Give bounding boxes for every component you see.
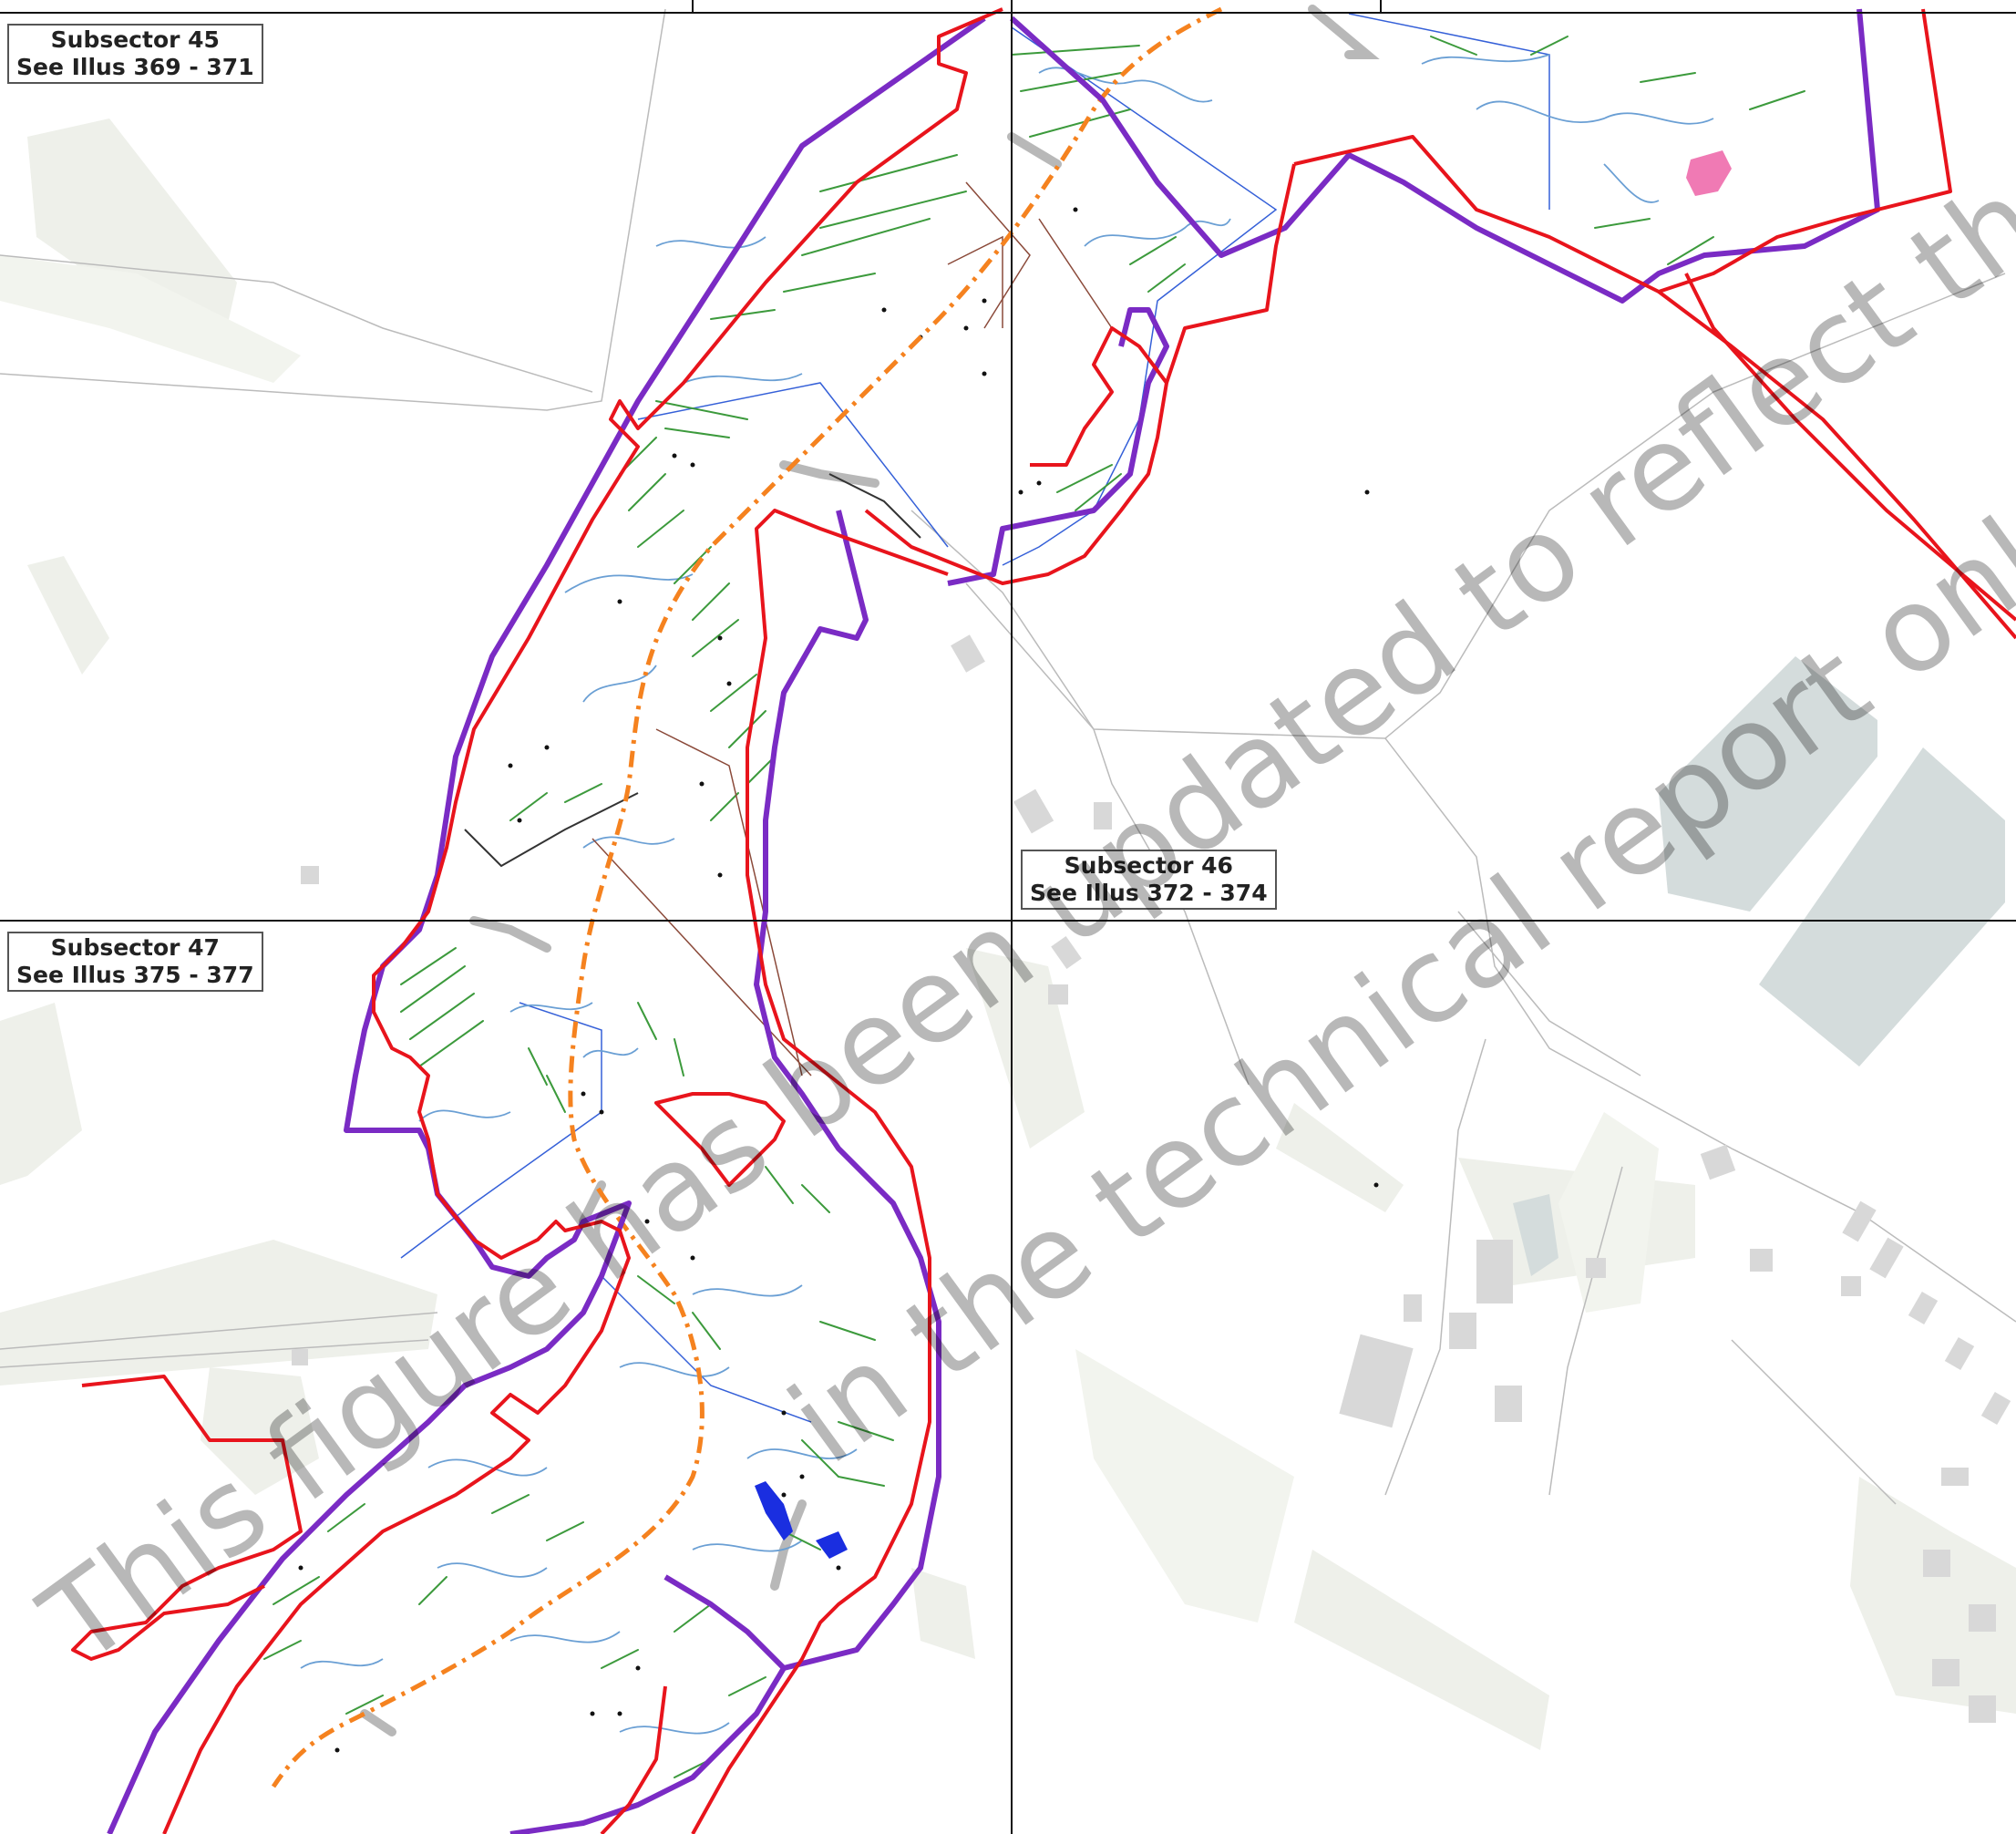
subsector-label-45: Subsector 45 See Illus 369 - 371 — [7, 24, 263, 84]
buildings — [292, 634, 2011, 1723]
road-lines — [0, 8, 2016, 1505]
parcel-outlines — [400, 13, 1550, 1423]
subsector-45-title: Subsector 45 — [50, 26, 220, 53]
basemap — [0, 118, 2016, 1750]
subsector-46-title: Subsector 46 — [1064, 852, 1233, 879]
earthwork-hatching — [360, 5, 1380, 1736]
dark-blue-feature-2 — [816, 1531, 848, 1559]
subsector-47-title: Subsector 47 — [50, 934, 220, 961]
subsector-label-46: Subsector 46 See Illus 372 - 374 — [1021, 850, 1277, 910]
blue-contours — [300, 54, 1714, 1735]
subsector-46-ref: See Illus 372 - 374 — [1030, 880, 1268, 906]
subsector-label-47: Subsector 47 See Illus 375 - 377 — [7, 932, 263, 992]
water-bodies — [1513, 656, 2005, 1276]
subsector-45-ref: See Illus 369 - 371 — [16, 54, 254, 80]
subsector-47-ref: See Illus 375 - 377 — [16, 962, 254, 988]
dark-blue-feature — [755, 1481, 793, 1540]
green-features — [263, 36, 1805, 1778]
red-boundary — [71, 7, 2016, 1834]
brown-lines — [591, 181, 1113, 1077]
dark-path — [464, 473, 921, 868]
pink-feature — [1686, 150, 1732, 196]
purple-boundary — [107, 8, 1880, 1834]
orange-route — [271, 6, 1223, 1788]
